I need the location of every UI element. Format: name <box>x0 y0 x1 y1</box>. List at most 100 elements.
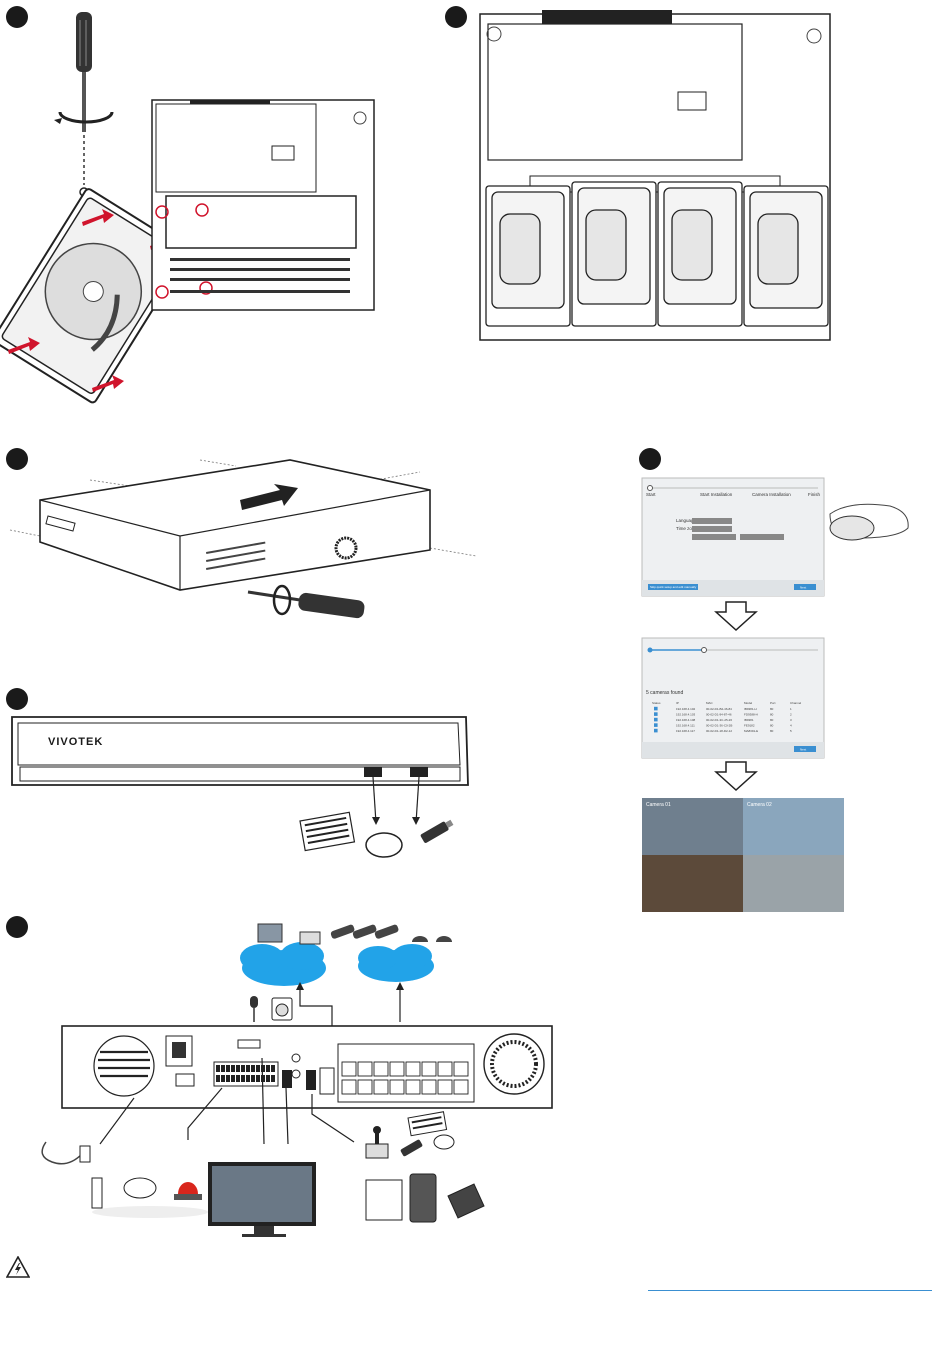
ethernet-port <box>341 1061 357 1077</box>
ethernet-port <box>357 1061 373 1077</box>
table-cell: 2 <box>790 713 792 717</box>
ethernet-port <box>437 1079 453 1095</box>
nvr-cover <box>39 459 431 591</box>
ethernet-port <box>405 1079 421 1095</box>
panel-setup-wizard: Start Start Installation Camera Installa… <box>641 477 909 912</box>
camera-checkbox[interactable] <box>654 717 658 722</box>
table-cell: 00-02-D1-36-C0-2B <box>706 724 732 728</box>
svg-text:Next: Next <box>800 748 806 752</box>
joystick-icon <box>365 1126 389 1159</box>
keyboard-icon <box>299 811 356 852</box>
camera-checkbox[interactable] <box>654 723 658 727</box>
ethernet-port <box>453 1079 469 1095</box>
svg-text:Finish: Finish <box>808 492 821 497</box>
ethernet-port <box>453 1061 469 1077</box>
table-cell: MA8391-E <box>744 729 758 733</box>
table-cell: 5 <box>790 729 792 733</box>
ethernet-port <box>341 1079 357 1095</box>
table-cell: 192.168.4.111 <box>676 724 695 728</box>
table-cell: 80 <box>770 707 774 711</box>
live-view-screen: Camera 01 Camera 02 <box>642 798 844 912</box>
skip-setup-button[interactable] <box>648 584 698 590</box>
next-button-1[interactable] <box>794 584 816 590</box>
storage-devices <box>365 1173 485 1223</box>
svg-text:Channel: Channel <box>790 701 802 705</box>
table-cell: FE9182 <box>744 724 755 728</box>
table-cell: 192.168.4.102 <box>676 707 696 711</box>
nvr-rear-panel <box>61 1025 553 1109</box>
panel-hdds-installed <box>479 10 831 341</box>
svg-text:Camera 01: Camera 01 <box>646 802 671 808</box>
camera-checkbox[interactable] <box>654 728 658 733</box>
ethernet-port <box>421 1061 437 1077</box>
ethernet-port <box>389 1079 405 1095</box>
table-cell: 00-02-D1-94-87-46 <box>706 713 732 717</box>
table-cell: 80 <box>770 724 774 728</box>
svg-text:MAC: MAC <box>706 701 714 705</box>
alarm-light-icon <box>174 1182 202 1200</box>
table-cell: 80 <box>770 713 774 717</box>
table-cell: 00-02-D1-18-D2-12 <box>706 729 732 733</box>
table-cell: IB9381 <box>744 718 754 722</box>
smoke-detector-icon <box>123 1177 157 1199</box>
step-marker-5 <box>6 688 28 710</box>
table-cell: 80 <box>770 729 774 733</box>
table-cell: 192.168.4.117 <box>676 729 695 733</box>
brand-logo: VIVOTEK <box>48 736 103 748</box>
speaker-icon <box>271 997 293 1021</box>
wizard-screen-camera-scan: 5 cameras found Status IP MAC Model Port… <box>641 637 825 759</box>
svg-text:Start Installation: Start Installation <box>700 492 733 497</box>
svg-text:Status: Status <box>652 701 661 705</box>
camera-table: Status IP MAC Model Port Channel 192.168… <box>652 701 802 733</box>
svg-text:Camera Installation: Camera Installation <box>752 492 791 497</box>
microphone-icon <box>250 996 258 1022</box>
ethernet-port <box>405 1061 421 1077</box>
mouse-icon <box>829 503 909 541</box>
next-button-2[interactable] <box>794 746 816 752</box>
svg-text:Language: Language <box>676 518 697 523</box>
mouse-icon <box>433 1134 455 1150</box>
svg-text:Next: Next <box>800 586 806 590</box>
power-cable-icon <box>41 1141 91 1165</box>
screwdriver-icon <box>247 584 365 619</box>
table-cell: 192.168.4.108 <box>676 718 696 722</box>
camera-checkbox[interactable] <box>654 712 658 716</box>
svg-text:Model: Model <box>744 701 753 705</box>
table-cell: 3 <box>790 718 792 722</box>
ethernet-port <box>421 1079 437 1095</box>
cloud-icon <box>358 944 434 982</box>
step-marker-4 <box>639 448 661 470</box>
ethernet-port <box>389 1061 405 1077</box>
panel-front-usb: VIVOTEK <box>11 716 469 858</box>
mouse-icon <box>365 832 403 858</box>
alarm-devices <box>91 1177 208 1218</box>
warning-icon <box>6 1256 30 1278</box>
svg-text:IP: IP <box>676 701 679 705</box>
table-cell: 192.168.4.103 <box>676 713 696 717</box>
nvr-top-view-small <box>151 99 375 311</box>
usb-stick-icon <box>400 1139 423 1157</box>
keyboard-icon <box>407 1111 448 1137</box>
installed-drives <box>485 181 829 327</box>
monitor-icon <box>208 1162 316 1237</box>
svg-text:Start: Start <box>646 492 656 497</box>
step-marker-2 <box>445 6 467 28</box>
table-cell: FD9388-H <box>744 713 758 717</box>
panel-close-cover <box>9 459 477 619</box>
camera-checkbox[interactable] <box>654 706 658 711</box>
table-cell: 1 <box>790 707 792 711</box>
svg-text:Port: Port <box>770 701 776 705</box>
wizard-screen-setup: Start Start Installation Camera Installa… <box>641 477 825 597</box>
ethernet-port <box>373 1061 389 1077</box>
step-marker-3 <box>6 448 28 470</box>
cloud-icon <box>240 942 326 986</box>
hard-drive-icon <box>0 188 189 404</box>
table-cell: IB9381-H <box>744 707 757 711</box>
ethernet-port <box>437 1061 453 1077</box>
svg-text:5 cameras found: 5 cameras found <box>646 690 683 696</box>
step-marker-6 <box>6 916 28 938</box>
table-cell: 4 <box>790 724 792 728</box>
panel-rear-connections <box>41 923 553 1237</box>
ip-camera-icon <box>330 924 452 942</box>
table-cell: 80 <box>770 718 774 722</box>
